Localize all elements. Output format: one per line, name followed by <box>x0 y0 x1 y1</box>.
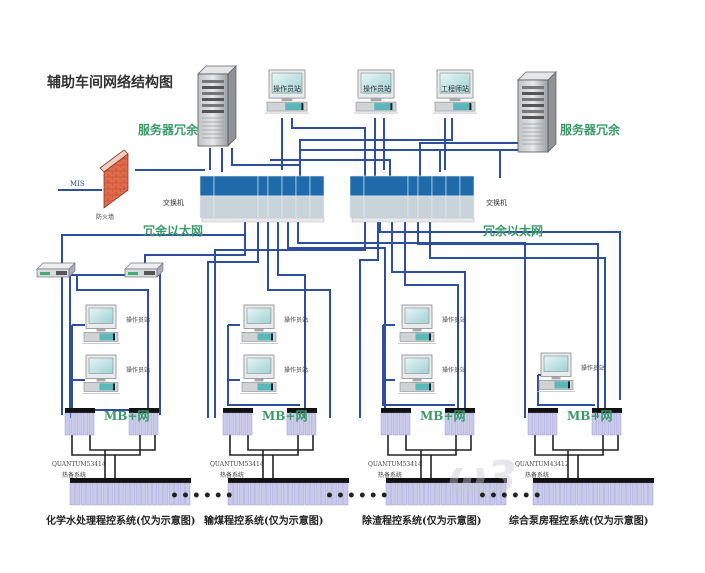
plc-rack-standby <box>128 408 159 436</box>
plc-note-label: 热备系统 <box>378 472 403 479</box>
engineer-station-pc <box>433 69 477 114</box>
mb-plus-net-label: MB+网 <box>104 409 150 423</box>
hub-left <box>36 262 76 278</box>
subsystem-operator-station-pc <box>398 354 436 394</box>
mb-plus-net-label: MB+网 <box>262 409 308 423</box>
server-redundant-label-right: 服务器冗余 <box>560 123 621 137</box>
io-bus-link <box>104 450 116 478</box>
server-right <box>517 71 557 153</box>
switch-left <box>199 175 325 223</box>
diagram-title: 辅助车间网络结构图 <box>47 75 173 91</box>
switch-right <box>349 175 475 223</box>
server-left <box>197 65 237 147</box>
hot-standby-link <box>229 435 314 456</box>
subsystem-2 <box>229 435 314 478</box>
server-redundant-label-left: 服务器冗余 <box>138 123 199 137</box>
hot-standby-link <box>71 435 156 456</box>
io-bus-link <box>262 450 274 478</box>
subsystem-station-label: 操作员站 <box>442 317 467 324</box>
plc-rack-standby <box>444 408 475 436</box>
subsystem-3 <box>387 435 472 478</box>
plc-rack-standby <box>591 408 622 436</box>
subsystem-operator-station-pc <box>537 352 575 392</box>
subsystem-operator-station-pc <box>82 304 120 344</box>
ellipsis-dots: •••••• <box>170 488 236 504</box>
operator-station-pc-2 <box>354 69 398 114</box>
subsystem-name: 输煤程控系统(仅为示意图) <box>204 516 324 527</box>
ethernet-cabling <box>58 118 621 418</box>
redundant-ethernet-label-left: 冗余以太网 <box>143 224 204 238</box>
top-station-label: 操作员站 <box>363 85 391 93</box>
hub-right <box>124 262 164 278</box>
plc-note-label: 热备系统 <box>525 472 550 479</box>
plc-model-label: QUANTUM53414 <box>210 461 264 468</box>
plc-model-label: QUANTUM43412 <box>515 461 569 468</box>
plc-note-label: 热备系统 <box>220 472 245 479</box>
plc-model-label: QUANTUM53414 <box>52 461 106 468</box>
subsystem-station-label: 操作员站 <box>126 367 151 374</box>
redundant-ethernet-label-right: 冗余以太网 <box>483 224 544 238</box>
io-rack <box>227 478 349 506</box>
io-rack <box>532 478 654 506</box>
subsystem-station-label: 操作员站 <box>284 367 309 374</box>
plc-rack-primary <box>380 408 411 436</box>
subsystem-operator-station-pc <box>240 354 278 394</box>
io-bus-link <box>567 450 579 478</box>
hot-standby-link <box>387 435 472 456</box>
top-station-label: 工程师站 <box>441 85 469 93</box>
io-bus-link <box>420 450 432 478</box>
top-station-label: 操作员站 <box>273 85 301 93</box>
ellipsis-dots: •••••• <box>478 488 544 504</box>
plc-rack-primary <box>222 408 253 436</box>
subsystem-name: 综合泵房程控系统(仅为示意图) <box>509 516 649 527</box>
firewall-icon <box>99 149 129 209</box>
plc-rack-primary <box>527 408 558 436</box>
plc-rack-standby <box>286 408 317 436</box>
subsystem-operator-station-pc <box>82 354 120 394</box>
hot-standby-link <box>534 435 619 456</box>
plc-note-label: 热备系统 <box>62 472 87 479</box>
subsystem-4 <box>534 435 619 478</box>
subsystem-station-label: 操作员站 <box>284 317 309 324</box>
mb-plus-net-label: MB+网 <box>567 409 613 423</box>
watermark: ω3 <box>448 452 517 503</box>
mis-label: MIS <box>70 180 85 188</box>
subsystem-station-label: 操作员站 <box>442 367 467 374</box>
io-rack <box>69 478 191 506</box>
switch-label-right: 交换机 <box>486 199 507 207</box>
ellipsis-dots: •••••• <box>325 488 391 504</box>
subsystem-name: 除渣程控系统(仅为示意图) <box>362 516 482 527</box>
io-rack <box>385 478 507 506</box>
subsystem-operator-station-pc <box>240 304 278 344</box>
mb-plus-net-label: MB+网 <box>420 409 466 423</box>
operator-station-pc-1 <box>265 69 309 114</box>
subsystem-station-label: 操作员站 <box>581 365 606 372</box>
subsystem-station-label: 操作员站 <box>126 317 151 324</box>
subsystem-1 <box>71 435 156 478</box>
plc-model-label: QUANTUM53414 <box>368 461 422 468</box>
switch-label-left: 交换机 <box>163 199 184 207</box>
firewall-label: 防火墙 <box>96 214 115 221</box>
subsystem-operator-station-pc <box>398 304 436 344</box>
plc-rack-primary <box>64 408 95 436</box>
subsystem-name: 化学水处理程控系统(仅为示意图) <box>46 516 196 527</box>
